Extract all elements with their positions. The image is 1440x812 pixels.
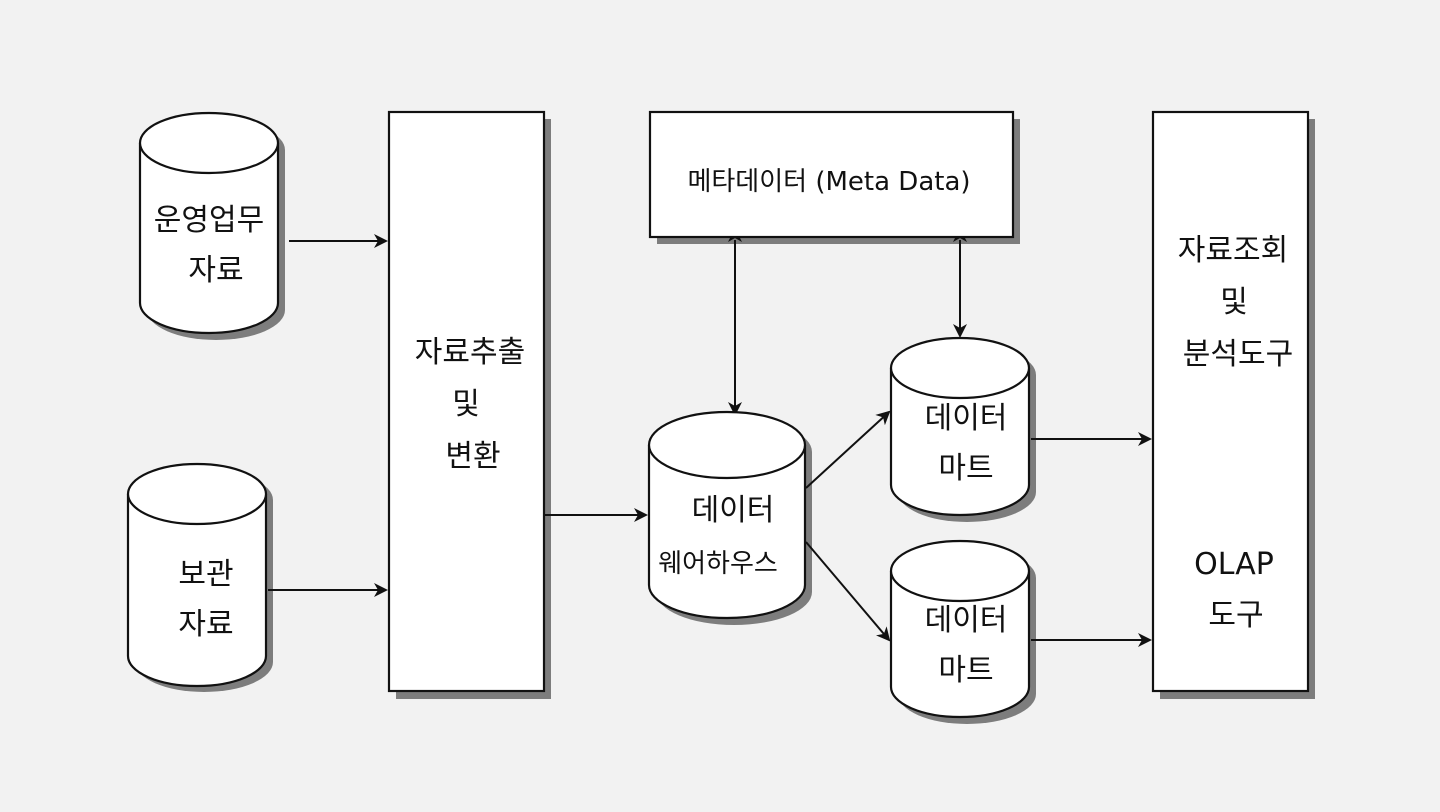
archive-data-label-line2: 자료 bbox=[178, 607, 233, 642]
data-mart-upper-label-line2: 마트 bbox=[938, 451, 993, 486]
archive-data-label-line1: 보관 bbox=[178, 557, 233, 592]
operational-data-label-line2: 자료 bbox=[188, 253, 243, 288]
data-warehouse-label-line2: 웨어하우스 bbox=[658, 549, 778, 579]
analysis-tools-box: 자료조회 및 분석도구 OLAP 도구 bbox=[1151, 110, 1310, 693]
data-mart-lower-cylinder: 데이터 마트 bbox=[889, 539, 1031, 719]
olap-tools-label-line2: 도구 bbox=[1208, 598, 1263, 633]
query-tools-label-line1: 자료조회 bbox=[1178, 233, 1288, 268]
operational-data-cylinder: 운영업무 자료 bbox=[138, 111, 280, 335]
metadata-box: 메타데이터 (Meta Data) bbox=[648, 110, 1015, 239]
etl-label-line1: 자료추출 bbox=[415, 335, 525, 370]
arrow-warehouse-to-mart-lower bbox=[805, 541, 891, 642]
connectors bbox=[268, 228, 1152, 647]
data-warehouse-cylinder: 데이터 웨어하우스 bbox=[647, 410, 807, 620]
etl-label-line3: 변환 bbox=[445, 439, 500, 474]
data-mart-lower-label-line1: 데이터 bbox=[925, 603, 1008, 638]
query-tools-label-line2: 및 bbox=[1220, 285, 1248, 320]
etl-label-line2: 및 bbox=[452, 387, 480, 422]
olap-tools-label-line1: OLAP bbox=[1194, 547, 1274, 582]
data-mart-upper-label-line1: 데이터 bbox=[925, 401, 1008, 436]
metadata-label: 메타데이터 (Meta Data) bbox=[687, 167, 970, 197]
data-mart-upper-cylinder: 데이터 마트 bbox=[889, 336, 1031, 517]
archive-data-cylinder: 보관 자료 bbox=[126, 462, 268, 688]
arrow-warehouse-to-mart-upper bbox=[805, 410, 891, 489]
data-warehouse-label-line1: 데이터 bbox=[692, 493, 775, 528]
query-tools-label-line3: 분석도구 bbox=[1183, 337, 1293, 372]
etl-box: 자료추출 및 변환 bbox=[387, 110, 546, 693]
data-mart-lower-label-line2: 마트 bbox=[938, 653, 993, 688]
operational-data-label-line1: 운영업무 bbox=[154, 203, 264, 238]
